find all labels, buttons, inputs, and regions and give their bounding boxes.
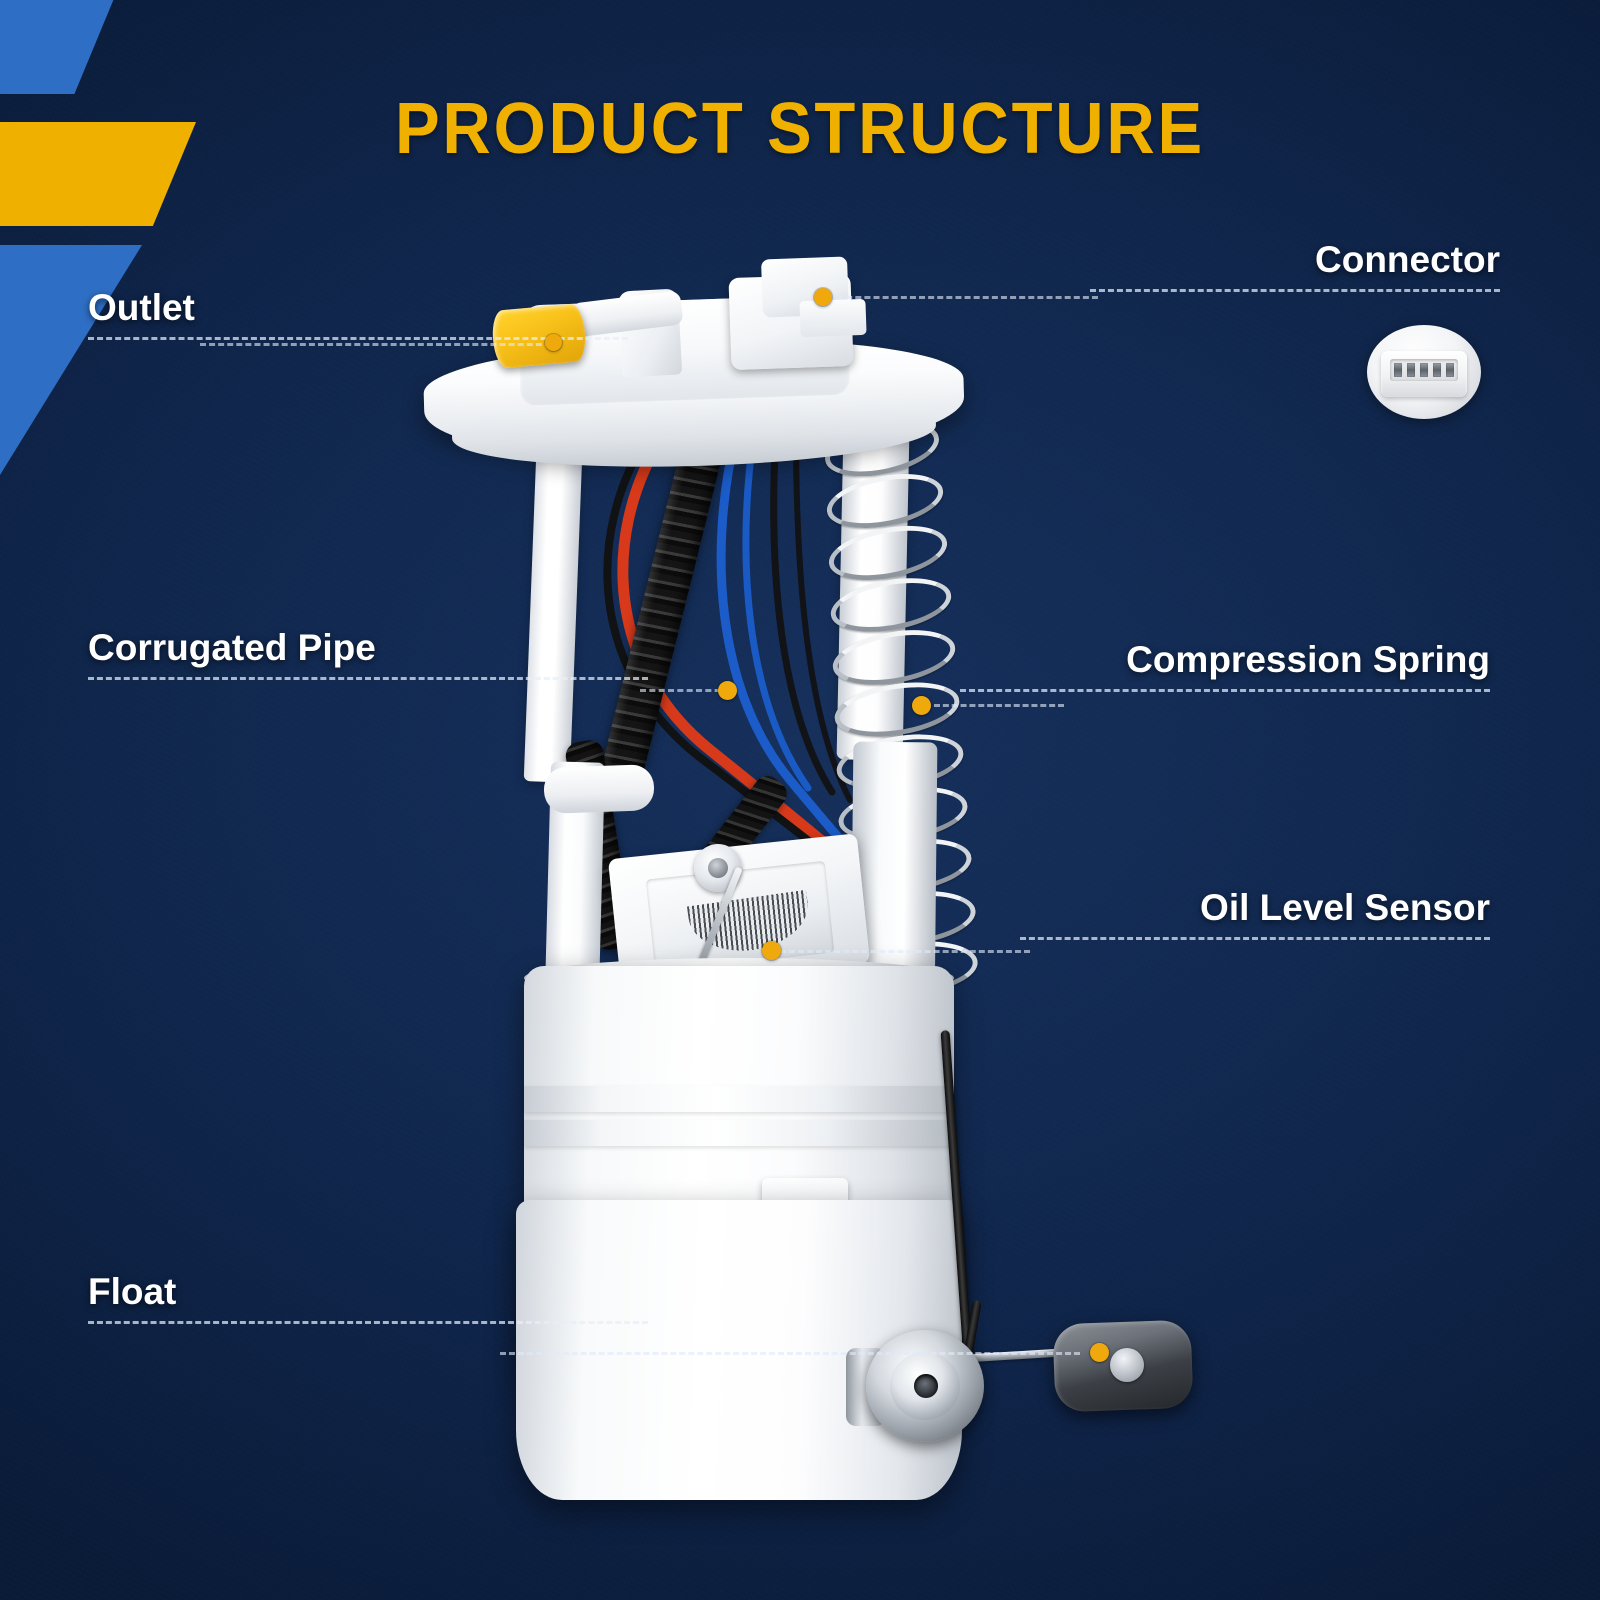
marker-dot-connector xyxy=(814,288,832,306)
connector-pin xyxy=(1446,363,1454,377)
sensor-pivot-pin xyxy=(708,858,728,878)
reservoir-band-mid xyxy=(524,1120,954,1146)
callout-float-rule xyxy=(88,1321,648,1325)
connector-pin xyxy=(1420,363,1428,377)
float-cap xyxy=(1110,1348,1144,1382)
callout-corrugated-pipe-rule xyxy=(88,677,648,681)
connector-closeup-slot xyxy=(1390,359,1458,381)
callout-float: Float xyxy=(88,1271,648,1325)
pump-nozzle-port xyxy=(914,1374,938,1398)
connector-pin xyxy=(1394,363,1402,377)
marker-dot-oil-level-sensor xyxy=(762,941,781,960)
left-tube-cap xyxy=(543,764,655,814)
callout-float-label: Float xyxy=(88,1271,177,1312)
leader-corrugated-pipe xyxy=(640,689,730,692)
callout-compression-spring-rule xyxy=(960,689,1490,693)
connector-pin xyxy=(1407,363,1415,377)
callout-oil-level-sensor-rule xyxy=(1020,937,1490,941)
reservoir-band-upper xyxy=(524,1086,954,1112)
callout-connector: Connector xyxy=(1090,239,1500,293)
connector-pin xyxy=(1433,363,1441,377)
marker-dot-corrugated-pipe xyxy=(718,681,737,700)
connector-latch-tab xyxy=(799,298,867,338)
marker-dot-float xyxy=(1090,1343,1109,1362)
callout-outlet-rule xyxy=(88,337,628,341)
callout-corrugated-pipe-label: Corrugated Pipe xyxy=(88,627,376,668)
callout-outlet-label: Outlet xyxy=(88,287,195,328)
callout-compression-spring-label: Compression Spring xyxy=(1126,639,1490,680)
callout-corrugated-pipe: Corrugated Pipe xyxy=(88,627,648,681)
callout-connector-label: Connector xyxy=(1315,239,1500,280)
connector-closeup-icon xyxy=(1367,325,1481,419)
leader-oil-level-sensor xyxy=(780,950,1030,953)
callout-oil-level-sensor: Oil Level Sensor xyxy=(1020,887,1490,941)
callout-connector-rule xyxy=(1090,289,1500,293)
callout-compression-spring: Compression Spring xyxy=(960,639,1490,693)
leader-float xyxy=(500,1352,1080,1355)
leader-outlet xyxy=(200,343,560,346)
page-title: PRODUCT STRUCTURE xyxy=(394,89,1206,169)
marker-dot-outlet xyxy=(545,334,562,351)
marker-dot-compression-spring xyxy=(912,696,931,715)
leader-connector xyxy=(828,296,1098,299)
callout-outlet: Outlet xyxy=(88,287,628,341)
connector-closeup-body xyxy=(1381,351,1467,397)
callout-oil-level-sensor-label: Oil Level Sensor xyxy=(1200,887,1490,928)
leader-compression-spring xyxy=(934,704,1064,707)
